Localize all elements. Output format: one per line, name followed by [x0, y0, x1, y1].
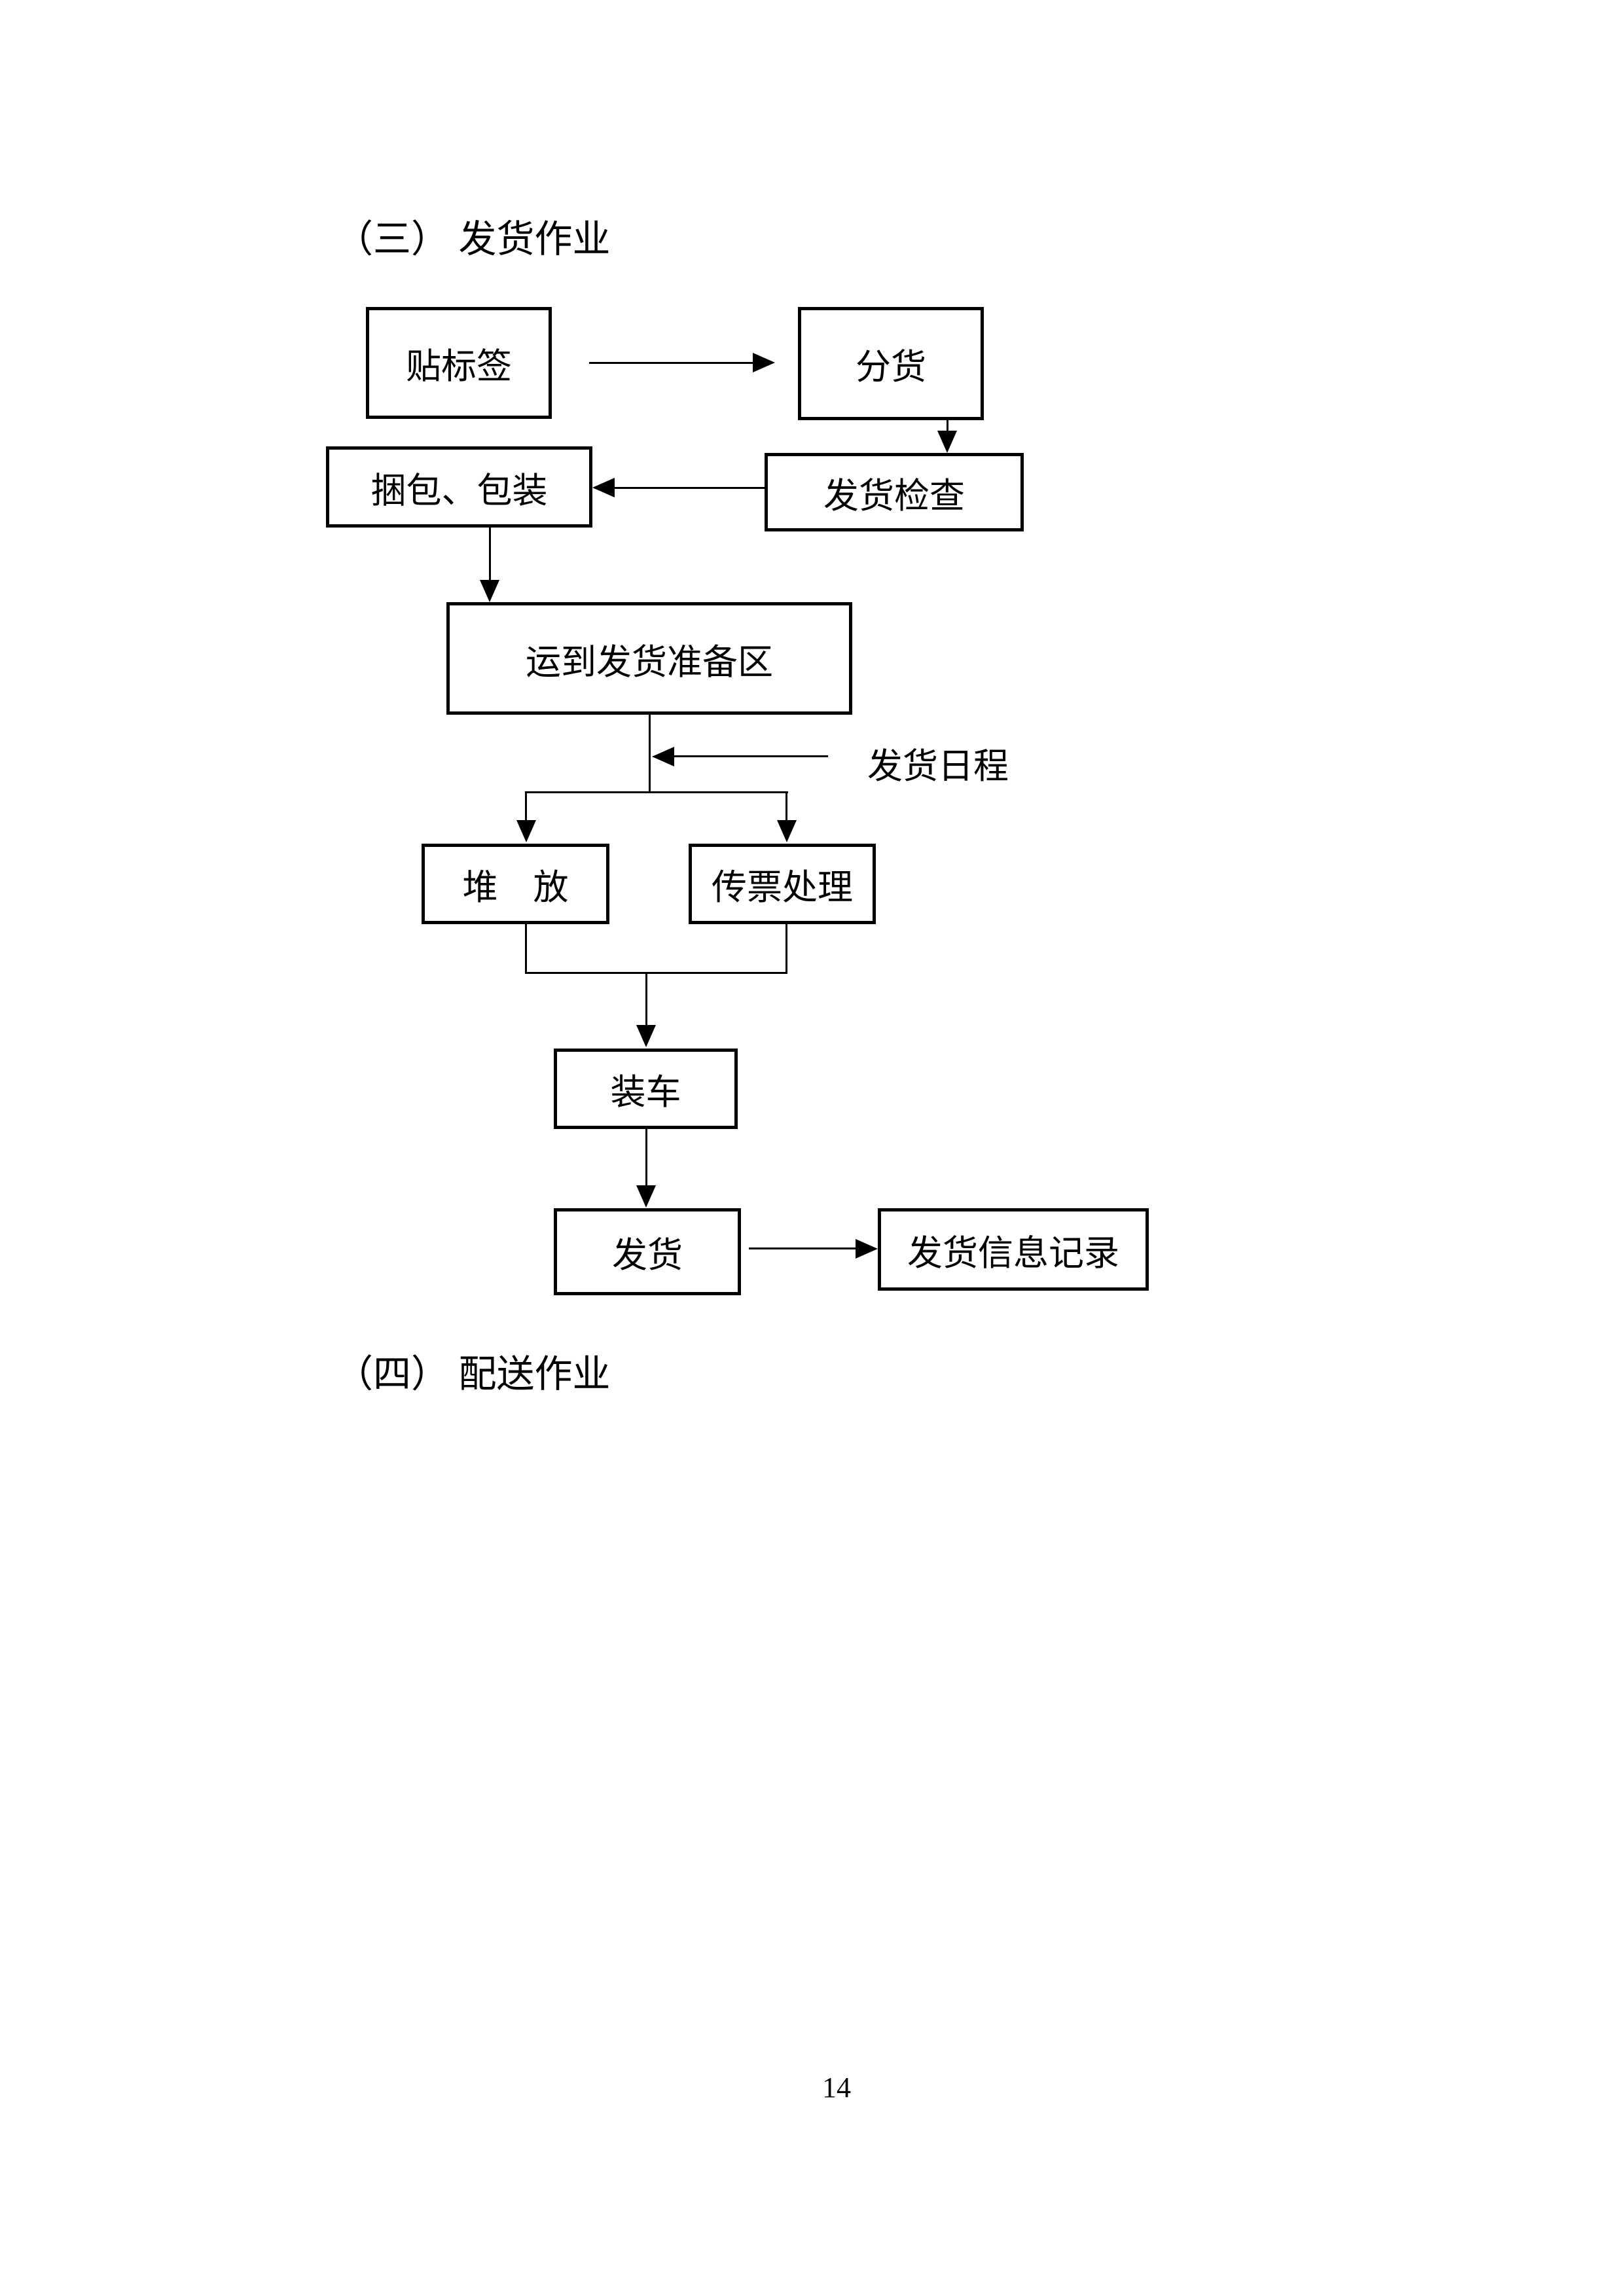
node-shipping-info-record: 发货信息记录	[878, 1208, 1149, 1291]
edge-tie-label-to-sort-goods-line	[589, 362, 754, 364]
edge-split-to-stacking-line	[525, 791, 527, 821]
edge-shipping-schedule-line	[674, 755, 828, 757]
edge-merge-to-load-truck-line	[645, 974, 647, 1026]
edge-bundle-package-to-prep-area-arrowhead	[480, 580, 499, 602]
edge-load-truck-to-ship-arrowhead	[636, 1185, 656, 1208]
edge-ship-to-record-line	[749, 1247, 861, 1249]
edge-ship-to-record-arrowhead	[856, 1239, 878, 1259]
node-bundle-package: 捆包、包装	[326, 446, 592, 528]
page-number: 14	[822, 2072, 851, 2104]
edge-split-to-voucher-arrowhead	[777, 820, 797, 842]
shipping-schedule-label: 发货日程	[867, 747, 1009, 786]
node-tie-label: 贴标签	[366, 307, 552, 419]
node-move-to-prep-area: 运到发货准备区	[446, 602, 852, 715]
edge-load-truck-to-ship-line	[645, 1129, 647, 1187]
edge-shipping-schedule-arrowhead	[652, 747, 674, 766]
edge-shipping-check-to-bundle-package-arrowhead	[592, 478, 615, 497]
edge-prep-area-main-line	[649, 715, 651, 793]
node-ship: 发货	[554, 1208, 741, 1295]
edge-merge-to-load-truck-arrowhead	[636, 1025, 656, 1047]
node-shipping-check: 发货检查	[765, 453, 1024, 531]
section-4-heading: （四） 配送作业	[335, 1353, 611, 1395]
edge-split-to-voucher-line	[785, 791, 787, 821]
node-voucher-processing: 传票处理	[689, 844, 876, 924]
edge-sort-goods-to-shipping-check-arrowhead	[937, 431, 957, 453]
node-sort-goods: 分货	[798, 307, 984, 420]
edge-tie-label-to-sort-goods-arrowhead	[753, 353, 775, 372]
edge-stacking-to-merge-line	[525, 924, 527, 974]
edge-voucher-to-merge-line	[785, 924, 787, 974]
edge-shipping-check-to-bundle-package-line	[614, 487, 765, 489]
node-stacking: 堆 放	[422, 844, 609, 924]
edge-bundle-package-to-prep-area-line	[489, 528, 491, 581]
merge-line	[525, 972, 787, 974]
node-load-truck: 装车	[554, 1049, 738, 1129]
section-3-heading: （三） 发货作业	[335, 218, 611, 260]
split-line	[525, 791, 788, 793]
edge-split-to-stacking-arrowhead	[516, 820, 536, 842]
edge-sort-goods-to-shipping-check-line	[947, 420, 948, 433]
